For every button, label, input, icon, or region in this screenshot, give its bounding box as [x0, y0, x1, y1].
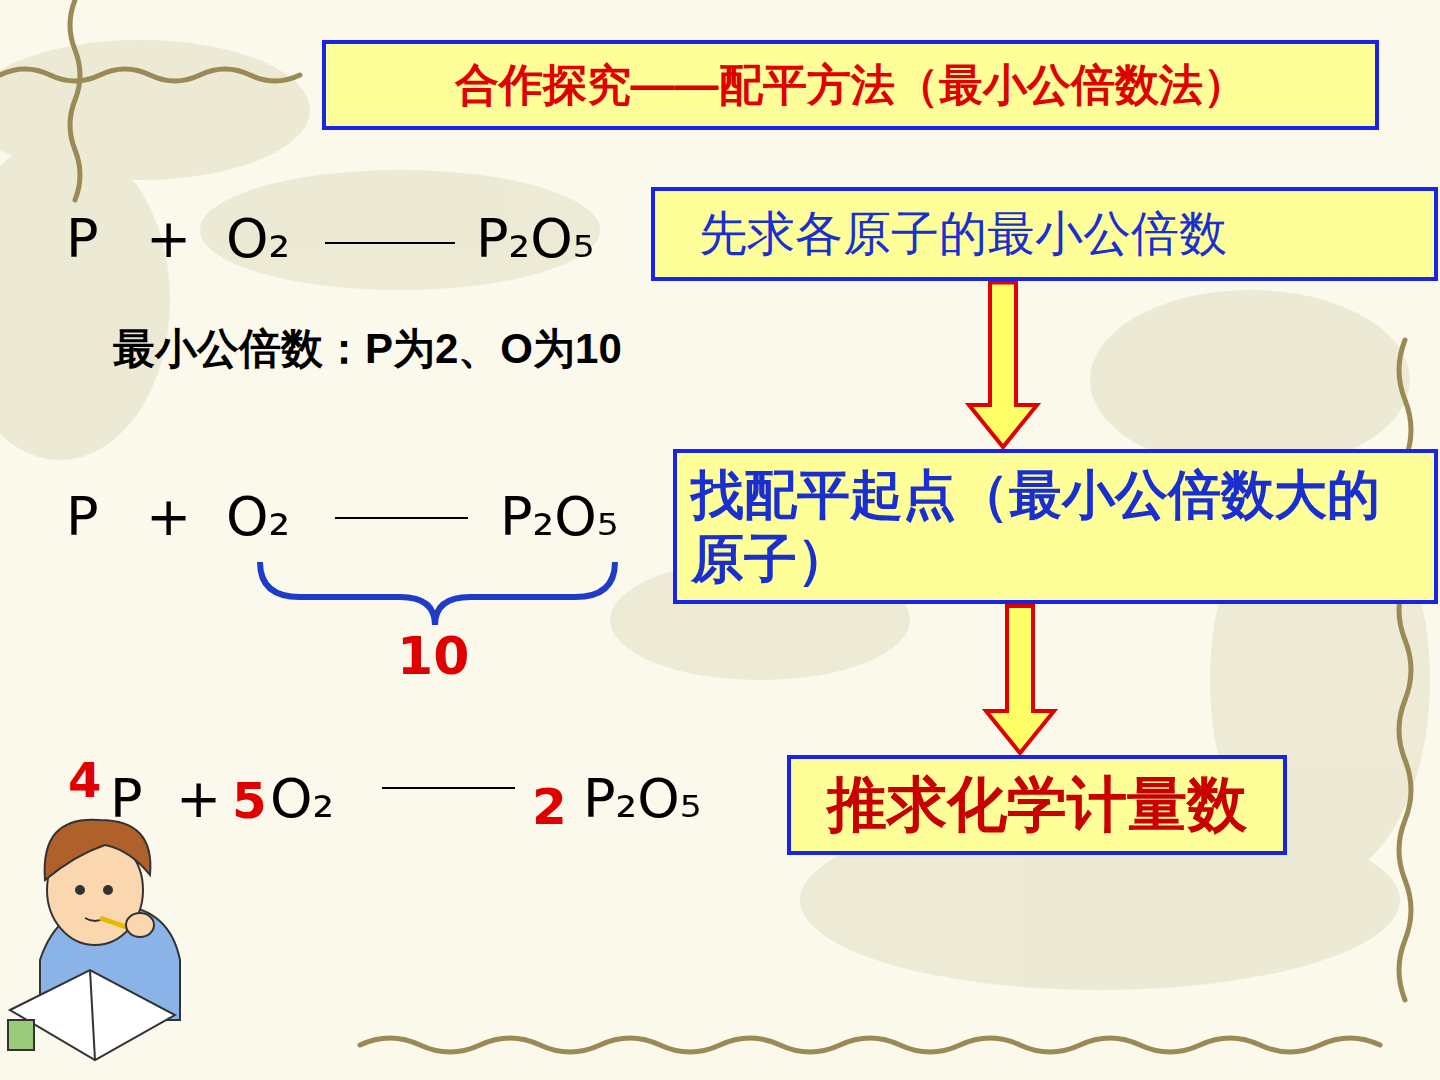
flow-arrow	[969, 283, 1037, 447]
step-text: 先求各原子的最小公倍数	[699, 205, 1414, 263]
formula: O₂	[270, 772, 334, 826]
plus-sign: +	[146, 490, 191, 544]
coefficient: 2	[532, 782, 567, 832]
equation-lines	[325, 243, 515, 788]
coefficient: 5	[232, 776, 267, 826]
student-illustration	[8, 820, 180, 1060]
plus-sign: +	[176, 772, 221, 826]
step-box: 先求各原子的最小公倍数	[651, 187, 1438, 281]
formula: P₂O₅	[500, 490, 618, 544]
title-box: 合作探究——配平方法（最小公倍数法）	[322, 40, 1379, 130]
formula: P₂O₅	[476, 212, 594, 266]
coefficient: 4	[68, 756, 101, 804]
formula: O₂	[226, 490, 290, 544]
formula: P₂O₅	[583, 772, 701, 826]
title: 合作探究——配平方法（最小公倍数法）	[455, 56, 1247, 115]
element-symbol: P	[110, 772, 143, 826]
step-text: 推求化学计量数	[805, 769, 1269, 841]
brace	[260, 562, 615, 625]
step-box: 找配平起点（最小公倍数大的原子）	[673, 449, 1438, 604]
plus-sign: +	[146, 212, 191, 266]
step-box: 推求化学计量数	[787, 755, 1287, 855]
element-symbol: P	[66, 212, 99, 266]
lcm-value: 10	[397, 630, 469, 682]
plant-shadows	[0, 40, 1430, 990]
lcm-note: 最小公倍数：P为2、O为10	[113, 328, 622, 370]
flow-arrow	[986, 606, 1054, 753]
formula: O₂	[226, 212, 290, 266]
step-text: 找配平起点（最小公倍数大的原子）	[691, 463, 1424, 590]
element-symbol: P	[66, 490, 99, 544]
